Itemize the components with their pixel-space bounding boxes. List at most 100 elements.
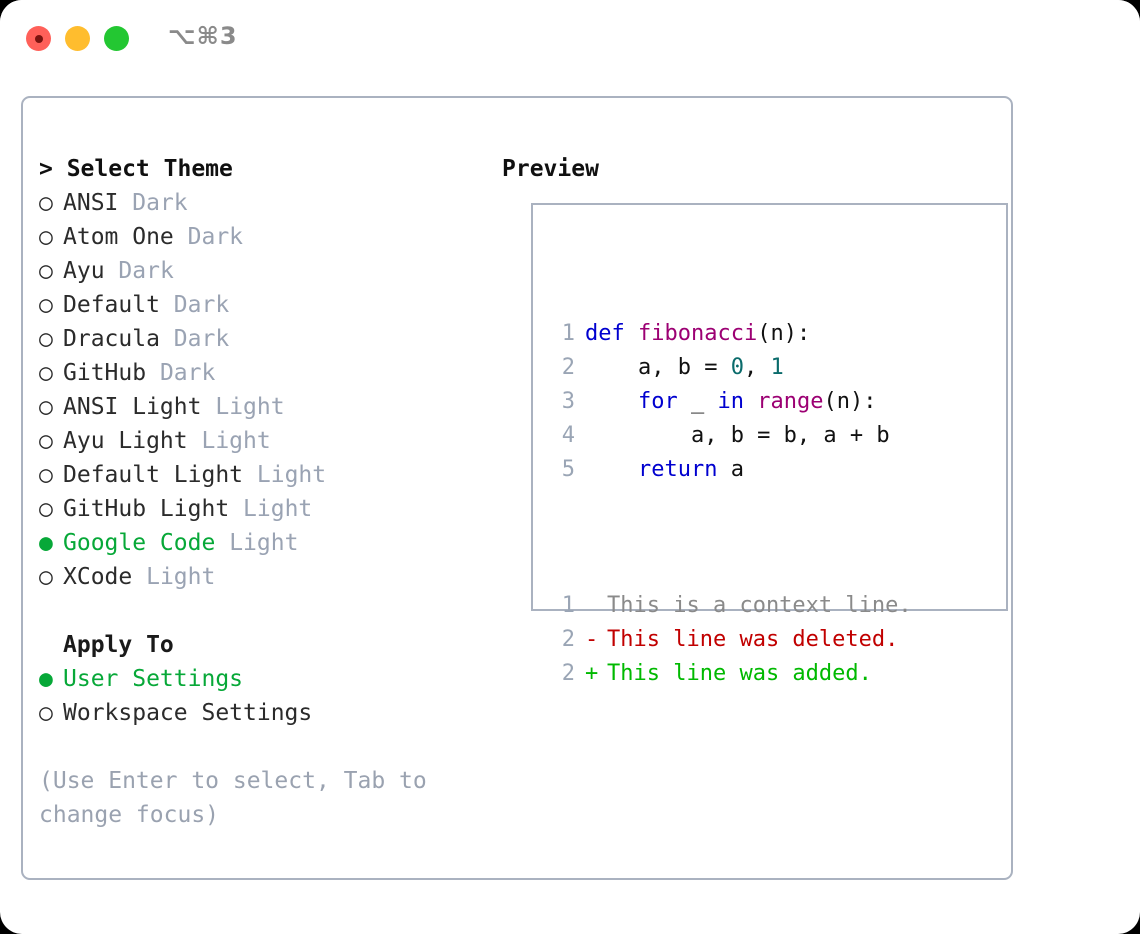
theme-variant-badge: Light — [146, 564, 216, 590]
label-badge-space — [146, 360, 160, 386]
code-token-txt — [585, 457, 638, 482]
label-badge-space — [188, 428, 202, 454]
label-badge-space — [174, 224, 188, 250]
radio-unselected-icon: ○ — [39, 428, 53, 454]
diff-line-add: 2+This line was added. — [549, 657, 912, 691]
code-token-txt — [585, 389, 638, 414]
diff-sign: + — [585, 661, 599, 686]
radio-selected-icon: ● — [39, 666, 53, 692]
radio-unselected-icon: ○ — [39, 394, 53, 420]
code-token-kw: def — [585, 321, 625, 346]
code-token-num: 1 — [770, 355, 784, 380]
diff-line-ctx: 1 This is a context line. — [549, 589, 912, 623]
select-theme-heading: > Select Theme — [39, 156, 233, 182]
theme-option-list: ○ANSI Dark○Atom One Dark○Ayu Dark○Defaul… — [39, 186, 489, 594]
radio-selected-icon: ● — [39, 530, 53, 556]
theme-option-label: Ayu Light — [63, 428, 188, 454]
theme-option-github[interactable]: ○ GitHub Dark — [39, 356, 489, 390]
maximize-window-icon[interactable] — [104, 26, 129, 51]
theme-variant-badge: Dark — [173, 292, 230, 318]
theme-variant-badge: Light — [229, 530, 299, 556]
theme-option-label: GitHub — [63, 360, 147, 386]
theme-option-google-code[interactable]: ● Google Code Light — [39, 526, 489, 560]
code-line: 5 return a — [549, 453, 912, 487]
code-line-number: 4 — [561, 423, 575, 448]
code-line: 4 a, b = b, a + b — [549, 419, 912, 453]
code-token-txt: _ — [677, 389, 718, 414]
radio-unselected-icon: ○ — [39, 700, 53, 726]
theme-option-ayu[interactable]: ○ Ayu Dark — [39, 254, 489, 288]
radio-unselected-icon: ○ — [39, 258, 53, 284]
theme-option-atom-one[interactable]: ○Atom One Dark — [39, 220, 489, 254]
theme-option-xcode[interactable]: ○ XCode Light — [39, 560, 489, 594]
theme-option-ayu-light[interactable]: ○ Ayu Light Light — [39, 424, 489, 458]
theme-option-label: Atom One — [63, 224, 174, 250]
theme-variant-badge: Light — [215, 394, 285, 420]
theme-variant-badge: Dark — [159, 360, 216, 386]
radio-unselected-icon: ○ — [39, 292, 53, 318]
theme-variant-badge: Light — [256, 462, 327, 488]
apply-to-option-label: Workspace Settings — [63, 700, 313, 726]
theme-option-label: Google Code — [63, 530, 216, 556]
code-line-number: 5 — [561, 457, 575, 482]
apply-to-option-list: ● User Settings ○ Workspace Settings — [39, 662, 489, 730]
theme-option-dracula[interactable]: ○Dracula Dark — [39, 322, 489, 356]
list-spacer — [39, 594, 489, 628]
theme-option-github-light[interactable]: ○GitHub Light Light — [39, 492, 489, 526]
label-badge-space — [160, 326, 174, 352]
close-window-icon[interactable] — [26, 26, 51, 51]
diff-sign — [585, 589, 607, 623]
radio-unselected-icon: ○ — [39, 496, 53, 522]
diff-line-text: This line was deleted. — [607, 627, 899, 652]
radio-unselected-icon: ○ — [39, 360, 53, 386]
title-bar: ⌥⌘3 — [0, 0, 1140, 78]
theme-option-label: XCode — [63, 564, 133, 590]
code-token-txt: a, b = — [585, 355, 731, 380]
apply-to-option-label: User Settings — [63, 666, 244, 692]
theme-option-ansi-light[interactable]: ○ ANSI Light Light — [39, 390, 489, 424]
label-badge-space — [201, 394, 215, 420]
diff-line-text: This is a context line. — [607, 593, 912, 618]
label-badge-space — [160, 292, 174, 318]
theme-variant-badge: Dark — [132, 190, 188, 216]
code-token-kw: return — [637, 457, 718, 482]
code-line-number: 3 — [561, 389, 575, 414]
theme-option-label: Dracula — [63, 326, 160, 352]
theme-variant-badge: Light — [243, 496, 313, 522]
diff-sample: 1 This is a context line.2-This line was… — [549, 589, 912, 691]
theme-option-label: Ayu — [63, 258, 105, 284]
theme-variant-badge: Dark — [118, 258, 174, 284]
panel-columns: > Select Theme ○ANSI Dark○Atom One Dark○… — [23, 98, 1011, 878]
apply-to-option-user-settings[interactable]: ● User Settings — [39, 662, 489, 696]
theme-option-default[interactable]: ○Default Dark — [39, 288, 489, 322]
keyboard-hint-text: (Use Enter to select, Tab to change focu… — [39, 768, 427, 828]
radio-unselected-icon: ○ — [39, 462, 53, 488]
code-token-txt: a, b = b, a + b — [585, 423, 890, 448]
minimize-window-icon[interactable] — [65, 26, 90, 51]
diff-line-del: 2-This line was deleted. — [549, 623, 912, 657]
theme-option-label: ANSI Light — [63, 394, 202, 420]
apply-to-option-workspace-settings[interactable]: ○ Workspace Settings — [39, 696, 489, 730]
theme-option-default-light[interactable]: ○ Default Light Light — [39, 458, 489, 492]
diff-line-number: 2 — [561, 627, 575, 652]
theme-option-label: Default Light — [63, 462, 244, 488]
code-token-txt — [625, 321, 638, 346]
code-token-kw: for — [637, 389, 678, 414]
label-badge-space — [229, 496, 243, 522]
theme-option-label: ANSI — [63, 190, 119, 216]
label-badge-space — [243, 462, 257, 488]
diff-line-number: 2 — [561, 661, 575, 686]
theme-option-ansi[interactable]: ○ANSI Dark — [39, 186, 489, 220]
theme-variant-badge: Dark — [187, 224, 244, 250]
theme-variant-badge: Light — [201, 428, 271, 454]
diff-sign: - — [585, 627, 599, 652]
label-badge-space — [118, 190, 132, 216]
code-token-txt — [744, 389, 757, 414]
radio-unselected-icon: ○ — [39, 564, 53, 590]
radio-unselected-icon: ○ — [39, 326, 53, 352]
